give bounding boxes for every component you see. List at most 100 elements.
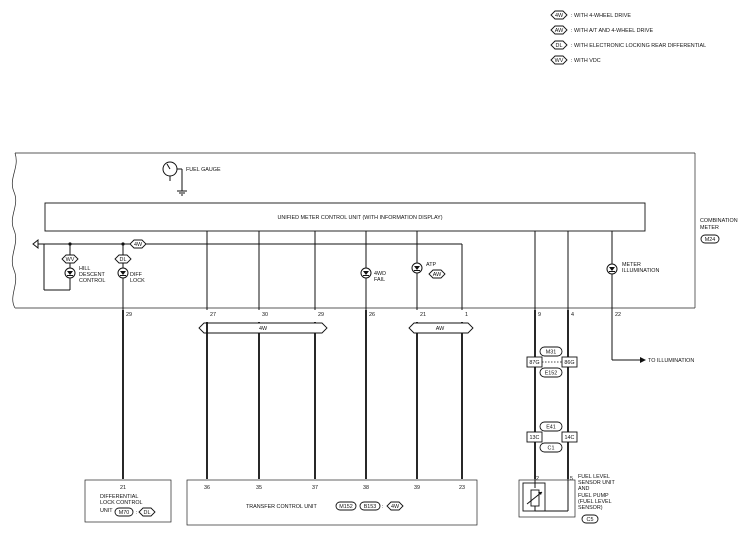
connector-label: C5 [587, 517, 594, 523]
lamp-icon [414, 266, 420, 270]
legend-code: WV [555, 58, 564, 64]
svg-text::: : [382, 504, 384, 510]
lamp-icon [67, 271, 73, 275]
legend-text: : WITH 4-WHEEL DRIVE [571, 13, 631, 19]
internal-wires [206, 231, 569, 310]
diff-lock-label: DIFF [130, 272, 143, 278]
legend-item-wv: WV : WITH VDC [550, 55, 601, 65]
fuel-sensor-label: AND [578, 486, 589, 492]
fuel-sensor-label: FUEL PUMP [578, 493, 609, 499]
transfer-unit-label: TRANSFER CONTROL UNIT [246, 504, 317, 510]
connector-label: E152 [545, 371, 558, 377]
meter-illumination-label: ILLUMINATION [622, 268, 659, 274]
legend-item-4w: 4W : WITH 4-WHEEL DRIVE [550, 10, 631, 20]
pin-label: 29 [126, 312, 132, 318]
diff-unit-label: UNIT [100, 508, 113, 514]
connector-label: M152 [339, 504, 353, 510]
lamp-icon [609, 267, 615, 271]
transfer-control-unit: TRANSFER CONTROL UNIT M152 B153 : 4W [186, 479, 478, 526]
code-badge: 4W [134, 242, 143, 248]
pin-label: 5 [570, 476, 573, 482]
combination-meter-connector: M24 [705, 237, 716, 243]
diff-lock-indicator: 4W DL DIFF LOCK [114, 239, 147, 310]
connector-label: C1 [548, 446, 555, 452]
fuel-sensor-label: SENSOR) [578, 505, 603, 511]
legend-code: DL [556, 43, 563, 49]
fuel-gauge: FUEL GAUGE [162, 161, 221, 196]
bar-4w: 4W [198, 322, 328, 334]
hill-descent-label: HILL [79, 266, 90, 272]
lamp-icon [120, 271, 126, 275]
legend-text: : WITH A/T AND 4-WHEEL DRIVE [571, 28, 653, 34]
hill-descent-label: CONTROL [79, 278, 105, 284]
external-wires: TO ILLUMINATION [122, 310, 694, 479]
legend-text: : WITH ELECTRONIC LOCKING REAR DIFFERENT… [571, 43, 706, 49]
bar-aw: AW [408, 322, 474, 334]
pin-label: 30 [262, 312, 268, 318]
arrow-right-icon [640, 357, 646, 363]
pin-label: 39 [414, 485, 420, 491]
meter-illumination: METER ILLUMINATION [606, 231, 659, 310]
legend-code: AW [555, 28, 564, 34]
meter-pins: 29 27 30 29 26 21 1 9 4 22 [126, 312, 621, 318]
connector-pin: 14C [565, 435, 575, 441]
fuel-gauge-label: FUEL GAUGE [186, 167, 221, 173]
unit-label: UNIFIED METER CONTROL UNIT (WITH INFORMA… [277, 215, 442, 221]
code-badge: WV [66, 257, 75, 263]
code-badge: AW [433, 272, 442, 278]
diff-unit-label: DIFFERENTIAL [100, 494, 138, 500]
pin-label: 37 [312, 485, 318, 491]
gauge-needle-icon [166, 163, 171, 170]
pin-label: 22 [615, 312, 621, 318]
hill-descent-control: WV HILL DESCENT CONTROL [61, 244, 105, 290]
connector-pin: 13C [530, 435, 540, 441]
pin-label: 27 [210, 312, 216, 318]
fuel-sensor-label: FUEL LEVEL [578, 474, 610, 480]
ground-arrow-icon [32, 238, 39, 250]
connector-pin: 87G [529, 360, 539, 366]
connector-label: E41 [546, 425, 556, 431]
legend: 4W : WITH 4-WHEEL DRIVE AW : WITH A/T AN… [550, 10, 706, 65]
connector-label: B153 [364, 504, 377, 510]
differential-lock-control-unit: DIFFERENTIAL LOCK CONTROL UNIT M70 : DL [84, 479, 172, 523]
fuel-sensor-label: SENSOR UNIT [578, 480, 616, 486]
pin-label: 1 [465, 312, 468, 318]
connector-m31-e152: M31 87G 86G E152 [526, 346, 578, 378]
atp-indicator: ATP AW [411, 231, 446, 310]
pin-label: 2 [536, 476, 539, 482]
pin-label: 29 [318, 312, 324, 318]
legend-item-aw: AW : WITH A/T AND 4-WHEEL DRIVE [550, 25, 653, 35]
pin-label: 26 [369, 312, 375, 318]
combination-meter: COMBINATION METER M24 [11, 152, 738, 309]
pin-label: 4 [571, 312, 574, 318]
connector-pin: 86G [564, 360, 574, 366]
atp-label: ATP [426, 262, 436, 268]
connector-e41-c1: E41 13C 14C C1 [526, 421, 578, 453]
internal-bus [32, 238, 463, 310]
pin-label: 23 [459, 485, 465, 491]
legend-item-dl: DL : WITH ELECTRONIC LOCKING REAR DIFFER… [550, 40, 706, 50]
lamp-icon [363, 271, 369, 275]
pin-label: 21 [120, 485, 126, 491]
pin-label: 9 [538, 312, 541, 318]
legend-text: : WITH VDC [571, 58, 601, 64]
pin-label: 36 [204, 485, 210, 491]
fuel-level-sensor-unit: FUEL LEVEL SENSOR UNIT AND FUEL PUMP (FU… [518, 474, 616, 524]
code-badge: 4W [391, 504, 400, 510]
pin-label: 38 [363, 485, 369, 491]
pin-label: 21 [420, 312, 426, 318]
4wd-fail-indicator: 4WD FAIL [360, 231, 386, 310]
legend-code: 4W [555, 13, 564, 19]
diff-unit-label: LOCK CONTROL [100, 500, 143, 506]
meter-illumination-label: METER [622, 262, 641, 268]
bottom-pins: 21 36 35 37 38 39 23 2 5 [120, 476, 573, 491]
hill-descent-label: DESCENT [79, 272, 105, 278]
4wd-fail-label: FAIL [374, 277, 385, 283]
pin-label: 35 [256, 485, 262, 491]
connector-label: M31 [546, 350, 557, 356]
connector-label: M70 [119, 510, 130, 516]
combination-meter-label: COMBINATION [700, 218, 738, 224]
diff-lock-label: LOCK [130, 278, 145, 284]
combination-meter-label: METER [700, 225, 719, 231]
